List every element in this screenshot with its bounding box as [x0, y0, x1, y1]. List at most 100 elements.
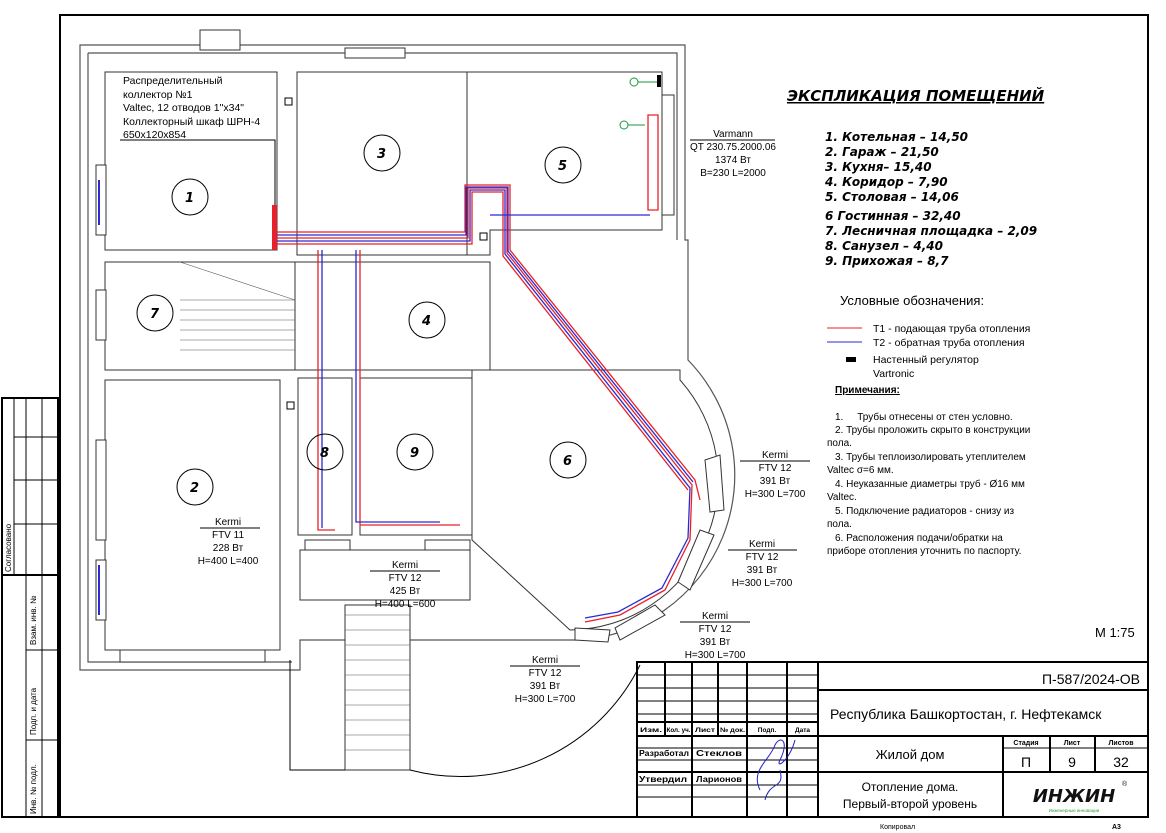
- svg-text:Распределительный: Распределительный: [123, 75, 223, 87]
- svg-text:Примечания:: Примечания:: [835, 385, 900, 396]
- svg-text:5: 5: [558, 159, 567, 174]
- svg-text:Кол. уч.: Кол. уч.: [667, 727, 691, 734]
- side-stamp-replace-inv: Взам. инв. №: [29, 595, 38, 645]
- svg-text:Kermi: Kermi: [702, 611, 728, 622]
- format-label: А3: [1112, 824, 1121, 831]
- svg-text:228 Вт: 228 Вт: [213, 543, 244, 554]
- svg-text:Коллекторный шкаф ШРН-4: Коллекторный шкаф ШРН-4: [123, 116, 260, 128]
- svg-text:FTV 12: FTV 12: [759, 463, 792, 474]
- svg-text:№ док.: № док.: [720, 727, 745, 734]
- svg-text:Условные обозначения:: Условные обозначения:: [840, 293, 984, 308]
- sheets-value: 32: [1113, 754, 1129, 770]
- svg-text:650x120x854: 650x120x854: [123, 129, 186, 141]
- svg-text:7. Лесничная площадка – 2,09: 7. Лесничная площадка – 2,09: [825, 224, 1037, 238]
- stage-value: П: [1021, 754, 1031, 770]
- svg-text:Т1 - подающая труба отопления: Т1 - подающая труба отопления: [873, 323, 1030, 335]
- svg-text:1374 Вт: 1374 Вт: [715, 155, 751, 166]
- svg-text:6: 6: [563, 454, 572, 469]
- svg-text:Valtec, 12 отводов 1"x34": Valtec, 12 отводов 1"x34": [123, 102, 244, 114]
- svg-text:приборе отопления уточнить по: приборе отопления уточнить по паспорту.: [827, 545, 1021, 557]
- svg-text:425 Вт: 425 Вт: [390, 586, 421, 597]
- svg-text:FTV 12: FTV 12: [529, 668, 562, 679]
- svg-text:9. Прихожая – 8,7: 9. Прихожая – 8,7: [825, 254, 949, 268]
- svg-text:Kermi: Kermi: [215, 517, 241, 528]
- svg-text:391 Вт: 391 Вт: [760, 476, 791, 487]
- svg-text:Настенный регулятор: Настенный регулятор: [873, 354, 979, 366]
- legend: Условные обозначения: Т1 - подающая труб…: [827, 293, 1030, 380]
- svg-text:Подп.: Подп.: [758, 727, 777, 734]
- svg-text:B=230 L=2000: B=230 L=2000: [700, 168, 766, 179]
- svg-text:2: 2: [190, 481, 199, 496]
- svg-text:H=300 L=700: H=300 L=700: [732, 578, 793, 589]
- developer-name: Стеклов: [696, 749, 742, 758]
- side-stamp-inv-no: Инв. № подл.: [29, 764, 38, 814]
- svg-text:H=300 L=700: H=300 L=700: [515, 694, 576, 705]
- svg-text:2. Трубы проложить скрыто: 2. Трубы проложить скрыто в конструкции: [835, 424, 1030, 436]
- room-markers: 1 2 3 4 5 6 7 8 9: [136, 134, 587, 506]
- explication-title: ЭКСПЛИКАЦИЯ ПОМЕЩЕНИЙ: [787, 86, 1045, 105]
- svg-text:FTV 12: FTV 12: [389, 573, 422, 584]
- svg-text:Varmann: Varmann: [713, 129, 753, 140]
- side-stamp: Согласовано Взам. инв. № Подп. и дата Ин…: [1, 397, 59, 818]
- svg-text:Valtec.: Valtec.: [827, 492, 857, 503]
- svg-text:Kermi: Kermi: [762, 450, 788, 461]
- svg-text:3: 3: [377, 147, 386, 162]
- svg-text:H=400 L=600: H=400 L=600: [375, 599, 436, 610]
- svg-text:8: 8: [320, 446, 329, 461]
- sheet-title-2: Первый-второй уровень: [843, 797, 977, 811]
- svg-text:FTV 12: FTV 12: [746, 552, 779, 563]
- svg-text:FTV 12: FTV 12: [699, 624, 732, 635]
- svg-text:FTV 11: FTV 11: [212, 530, 244, 541]
- svg-text:3. Трубы теплоизолировать: 3. Трубы теплоизолировать утеплителем: [835, 451, 1026, 463]
- signature: [756, 739, 796, 801]
- document-code: П-587/2024-ОВ: [1042, 671, 1140, 687]
- svg-text:Vartronic: Vartronic: [873, 368, 914, 380]
- floor-plan: [79, 29, 736, 777]
- copied-label: Копировал: [880, 824, 915, 831]
- svg-text:4. Коридор – 7,90: 4. Коридор – 7,90: [824, 175, 948, 189]
- svg-text:Kermi: Kermi: [532, 655, 558, 666]
- svg-text:®: ®: [1122, 780, 1128, 788]
- svg-text:1: 1: [185, 191, 194, 206]
- svg-text:H=300 L=700: H=300 L=700: [745, 489, 806, 500]
- svg-text:2. Гараж – 21,50: 2. Гараж – 21,50: [825, 145, 939, 159]
- sheet-title-1: Отопление дома.: [862, 780, 959, 794]
- svg-text:H=400 L=400: H=400 L=400: [198, 556, 259, 567]
- title-block: Изм. Кол. уч. Лист № док. Подп. Дата Раз…: [636, 661, 1149, 818]
- explication: ЭКСПЛИКАЦИЯ ПОМЕЩЕНИЙ 1. Котельная – 14,…: [787, 86, 1045, 268]
- scale-label: М 1:75: [1095, 625, 1135, 640]
- svg-text:391 Вт: 391 Вт: [747, 565, 778, 576]
- collector: [272, 205, 277, 250]
- svg-text:1. Котельная – 14,50: 1. Котельная – 14,50: [825, 130, 968, 144]
- collector-note: Распределительный коллектор №1 Valtec, 1…: [123, 75, 260, 141]
- regulator-icon: [846, 357, 856, 362]
- svg-text:8. Санузел – 4,40: 8. Санузел – 4,40: [825, 239, 943, 253]
- svg-text:Valtec σ=6 мм.: Valtec σ=6 мм.: [827, 465, 894, 476]
- side-stamp-sign-date: Подп. и дата: [29, 687, 38, 735]
- company-logo: ИНЖИН Инженерные инновации ®: [1033, 780, 1128, 813]
- svg-text:4. Неуказанные диаметры тр: 4. Неуказанные диаметры труб - Ø16 мм: [835, 478, 1025, 490]
- location: Республика Башкортостан, г. Нефтекамск: [830, 706, 1102, 722]
- sheet-value: 9: [1068, 754, 1076, 770]
- thermostat-icon: [619, 77, 657, 130]
- svg-text:6. Расположения подачи/обр: 6. Расположения подачи/обратки на: [835, 532, 1003, 544]
- svg-text:3. Кухня– 15,40: 3. Кухня– 15,40: [825, 160, 932, 174]
- svg-text:9: 9: [410, 446, 419, 461]
- svg-text:Изм.: Изм.: [640, 727, 662, 734]
- svg-text:пола.: пола.: [827, 438, 852, 449]
- svg-text:5. Столовая – 14,06: 5. Столовая – 14,06: [825, 190, 959, 204]
- svg-text:Kermi: Kermi: [749, 539, 775, 550]
- svg-text:пола.: пола.: [827, 519, 852, 530]
- wall-regulator-icon: [657, 75, 661, 87]
- approver-name: Ларионов: [696, 775, 742, 784]
- approver-role: Утвердил: [639, 775, 687, 784]
- notes: Примечания: 1. Трубы отнесены от стен ус…: [827, 385, 1030, 557]
- svg-text:5. Подключение радиаторов: 5. Подключение радиаторов - снизу из: [835, 506, 1014, 517]
- svg-text:391 Вт: 391 Вт: [700, 637, 731, 648]
